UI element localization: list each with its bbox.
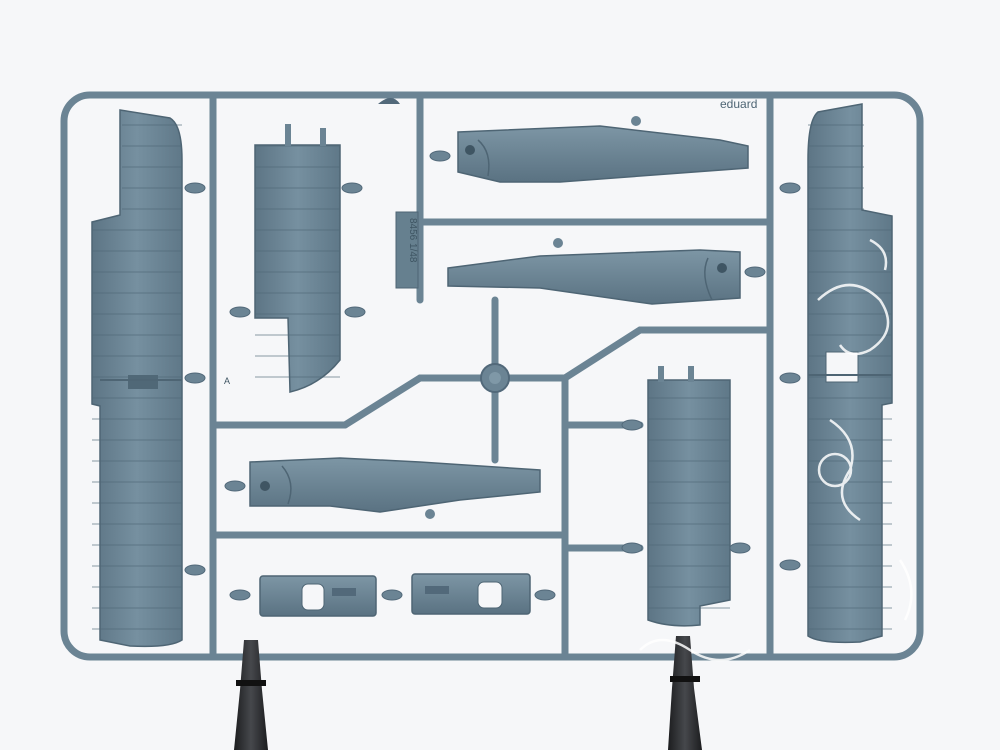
sprue-frame xyxy=(60,91,924,661)
fuselage-bottom-part xyxy=(249,457,541,519)
fuselage-middle-part xyxy=(447,238,741,305)
upper-panel-part xyxy=(254,124,341,393)
sprue-letter: A xyxy=(224,376,230,386)
fuselage-top-part xyxy=(457,116,749,183)
left-wing-part xyxy=(91,109,183,648)
stand-clip-right xyxy=(668,636,702,750)
part-code-label: 8456 1/48 xyxy=(407,218,418,263)
sprue-hub xyxy=(480,363,510,393)
part-code-tag: 8456 1/48 xyxy=(395,211,419,289)
small-tab-part xyxy=(378,98,400,104)
lower-panel-part xyxy=(647,366,731,627)
stand-clip-left xyxy=(234,640,268,750)
sprue-gates xyxy=(184,150,801,601)
brand-label: eduard xyxy=(720,97,757,111)
cockpit-floor-right-part xyxy=(411,573,531,615)
cockpit-floor-left-part xyxy=(259,575,377,617)
watermark-logo xyxy=(639,238,913,662)
